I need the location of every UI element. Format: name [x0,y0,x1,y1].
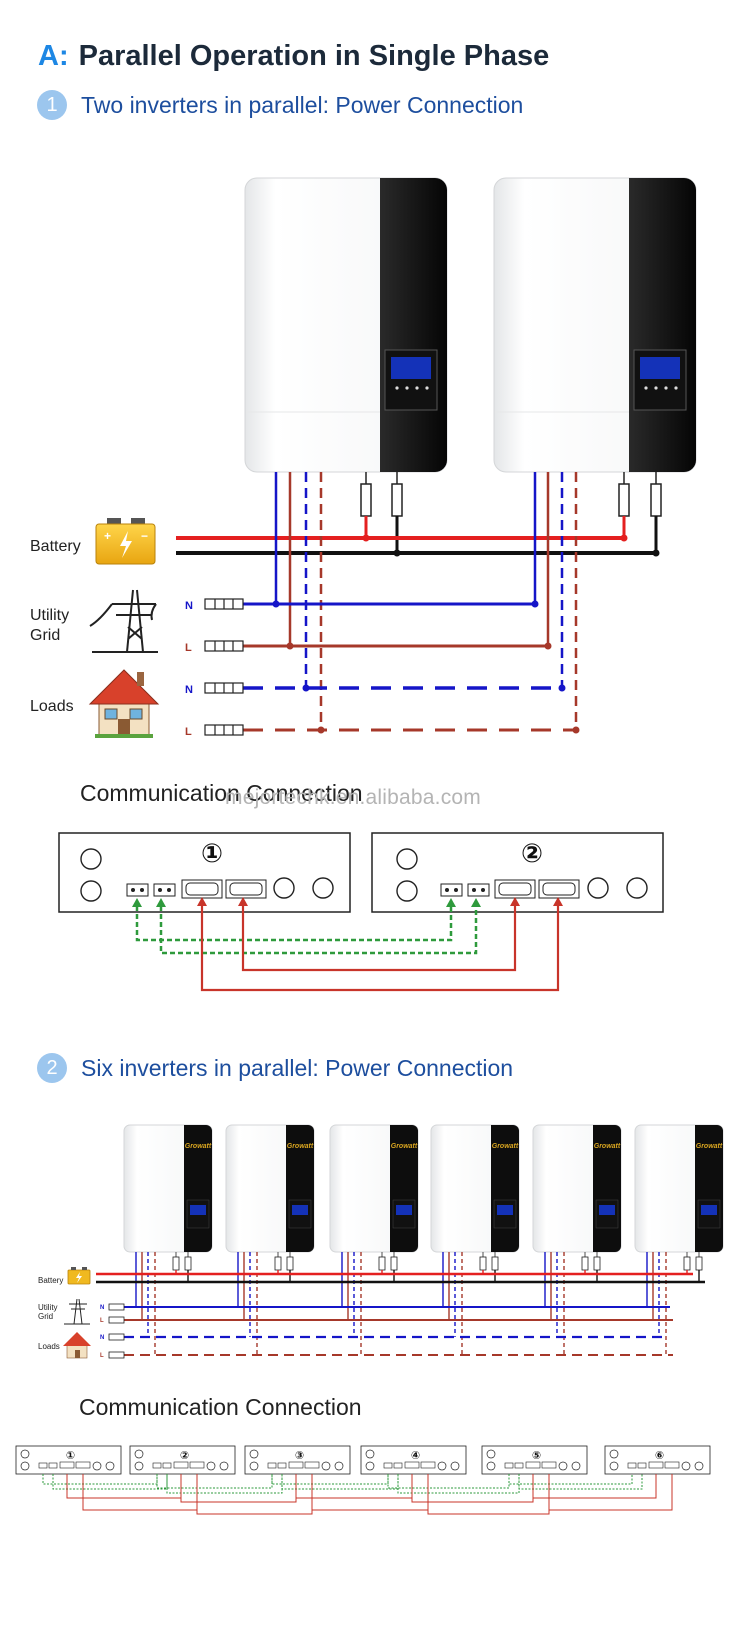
house-icon [88,669,160,738]
small-comm-panel-3: ③ [244,1445,351,1475]
small-inverter-4-brand-logo: Growatt [492,1143,519,1150]
label-l-loads: L [185,726,192,738]
small-inverter-6-brand-logo: Growatt [696,1143,723,1150]
small-utility-pole-icon [64,1298,90,1325]
small-inverter-5-brand-logo: Growatt [594,1143,621,1150]
utility-pole-icon [89,589,158,653]
inverter-1-display [384,349,438,411]
small-comm-panel-5-number: ⑤ [532,1450,541,1462]
comm-title-1: Communication Connection [80,780,363,806]
small-inverter-3-brand-logo: Growatt [391,1143,418,1150]
terminal-blocks [204,598,244,736]
label-grid: Grid [30,627,60,644]
svg-text:−: − [141,529,148,543]
watermark: mejortechk.en.alibaba.com [225,786,481,809]
label-n-loads: N [185,684,193,696]
small-inverter-5: Growatt [532,1124,622,1355]
small-label-utility: Utility [38,1303,58,1312]
two-inverter-power-diagram: N L N L Battery Utility Grid Loads + − [30,177,697,738]
small-comm-panel-1: ① [15,1445,122,1475]
label-l-grid: L [185,642,192,654]
title-prefix: A: [38,40,69,72]
two-inverter-comm-diagram: ① ② [58,832,664,992]
small-inverter-1: Growatt [123,1124,213,1355]
battery-icon: + − [95,518,156,565]
comm-title-2: Communication Connection [79,1394,362,1420]
battery-breakers [360,472,662,553]
section-2-title: Six inverters in parallel: Power Connect… [81,1055,514,1082]
small-label-l-loads: L [100,1353,104,1359]
small-inverter-1-brand-logo: Growatt [185,1143,212,1150]
small-inverter-6: Growatt [634,1124,724,1355]
section-1-heading: 1 Two inverters in parallel: Power Connec… [37,90,524,122]
small-label-battery: Battery [38,1276,63,1285]
page-title: A: Parallel Operation in Single Phase [38,40,549,73]
small-inverter-3: Growatt [329,1124,419,1355]
section-2-heading: 2 Six inverters in parallel: Power Connec… [37,1053,514,1085]
small-label-l-grid: L [100,1318,104,1324]
section-2-number-badge: 2 [37,1053,67,1083]
small-label-loads: Loads [38,1342,60,1351]
comm-panel-2: ② [371,832,664,913]
small-label-n-loads: N [100,1335,104,1341]
small-comm-panel-6: ⑥ [604,1445,711,1475]
small-comm-panel-4: ④ [360,1445,467,1475]
small-battery-icon [67,1267,91,1285]
comm-panel-1-number: ① [201,838,223,868]
inverter-2-display [633,349,687,411]
small-inverter-4: Growatt [430,1124,520,1355]
small-comm-panel-3-number: ③ [295,1450,304,1462]
small-label-n-grid: N [100,1305,104,1311]
six-inverter-comm-diagram: ① ② ③ ④ ⑤ ⑥ [15,1445,711,1515]
small-inverter-2: Growatt [225,1124,315,1355]
small-comm-panel-4-number: ④ [411,1450,420,1462]
small-comm-panel-1-number: ① [66,1450,75,1462]
svg-text:+: + [104,529,111,543]
small-comm-panel-2-number: ② [180,1450,189,1462]
six-inverter-power-diagram: Growatt Growatt Growatt Growatt Growatt Growa… [38,1124,724,1359]
section-1-number-badge: 1 [37,90,67,120]
title-text: Parallel Operation in Single Phase [78,40,550,72]
label-utility: Utility [30,607,69,624]
label-battery: Battery [30,538,81,555]
comm-panel-2-number: ② [521,838,543,868]
inverter-1 [244,177,448,473]
small-comm-links [42,1474,673,1515]
inverter-2 [493,177,697,473]
label-n-grid: N [185,600,193,612]
label-loads: Loads [30,698,74,715]
small-label-grid: Grid [38,1312,53,1321]
small-comm-panel-6-number: ⑥ [655,1450,664,1462]
comm-panel-1: ① [58,832,351,913]
small-inverter-2-brand-logo: Growatt [287,1143,314,1150]
small-comm-panel-5: ⑤ [481,1445,588,1475]
small-house-icon [63,1332,91,1359]
small-comm-panel-2: ② [129,1445,236,1475]
section-1-title: Two inverters in parallel: Power Connect… [81,92,524,119]
